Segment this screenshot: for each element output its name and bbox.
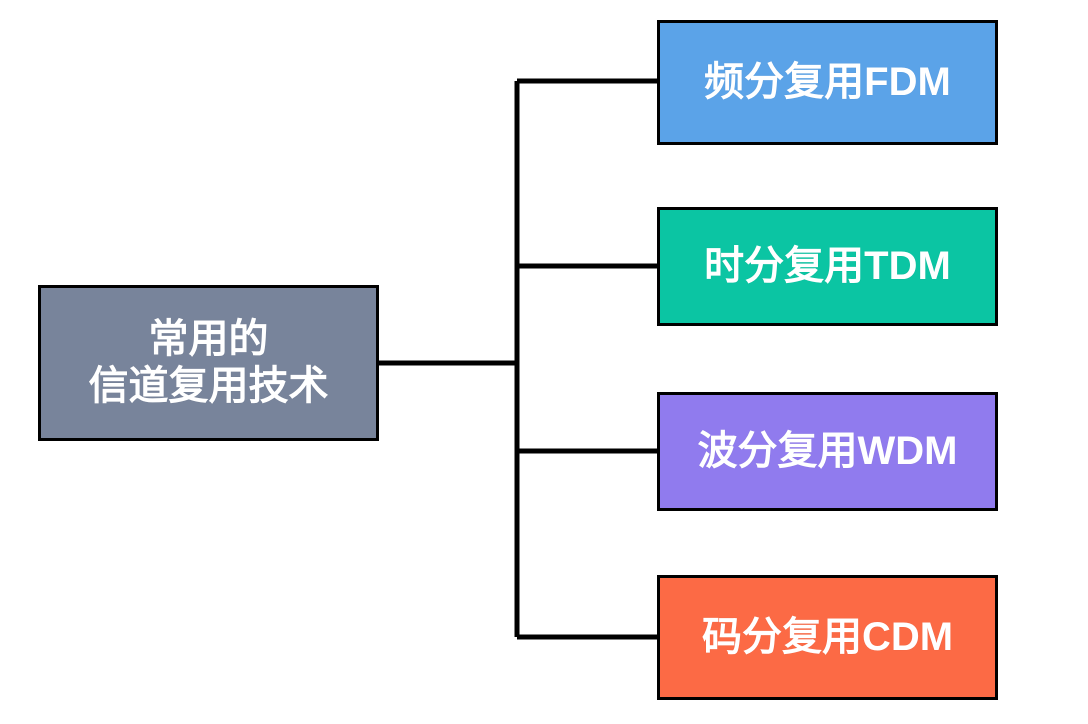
node-cdm[interactable]: 码分复用CDM [657, 575, 998, 700]
node-root[interactable]: 常用的 信道复用技术 [38, 285, 379, 441]
node-wdm[interactable]: 波分复用WDM [657, 392, 998, 511]
node-cdm-label: 码分复用CDM [701, 614, 954, 659]
node-wdm-label: 波分复用WDM [697, 428, 958, 473]
node-fdm[interactable]: 频分复用FDM [657, 20, 998, 145]
node-tdm-label: 时分复用TDM [704, 243, 951, 288]
node-root-label: 常用的 信道复用技术 [88, 316, 329, 408]
node-tdm[interactable]: 时分复用TDM [657, 207, 998, 326]
node-fdm-label: 频分复用FDM [704, 59, 951, 104]
